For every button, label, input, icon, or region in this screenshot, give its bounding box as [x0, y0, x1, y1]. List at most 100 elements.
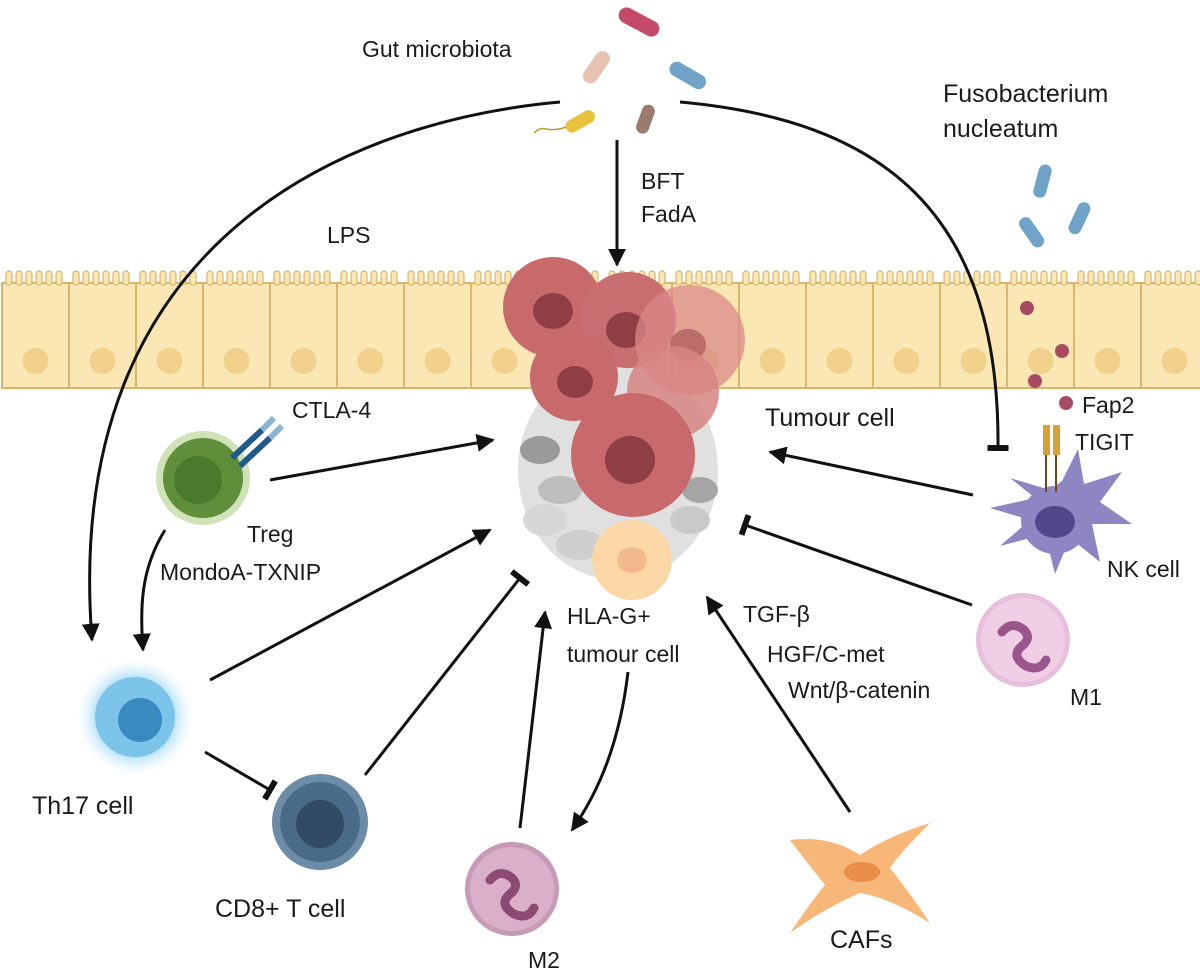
- intestinal-epithelium: [1, 270, 1200, 389]
- microvillus: [340, 270, 348, 286]
- microvillus: [447, 270, 455, 286]
- label-wnt-catenin: Wnt/β-catenin: [788, 677, 931, 703]
- arrow-caf-to-tumour: [705, 595, 852, 813]
- epithelial-nucleus: [759, 348, 786, 374]
- microvillus: [226, 270, 234, 286]
- arrow-tumour-to-m2: [570, 671, 630, 832]
- label-nucleatum: nucleatum: [943, 115, 1059, 143]
- microvillus: [1087, 270, 1095, 286]
- microvillus: [792, 270, 800, 286]
- epithelial-nucleus: [357, 348, 384, 374]
- microvillus: [983, 270, 991, 286]
- label-m1: M1: [1070, 684, 1102, 710]
- microvillus: [380, 270, 388, 286]
- microvillus: [122, 270, 130, 286]
- inhibit-microbiota-to-nk: [679, 100, 1009, 452]
- microvillus: [916, 270, 924, 286]
- microvillus: [725, 270, 733, 286]
- microvillus: [782, 270, 790, 286]
- microvillus: [1144, 270, 1152, 286]
- label-gut-microbiota: Gut microbiota: [362, 36, 512, 62]
- label-fusobacterium: Fusobacterium: [943, 80, 1109, 108]
- microvillus: [993, 270, 1001, 286]
- inhibit-cd8-to-tumour: [363, 569, 531, 776]
- microvillus: [1174, 270, 1182, 286]
- microvillus: [953, 270, 961, 286]
- microvillus: [1117, 270, 1125, 286]
- microvillus: [819, 270, 827, 286]
- microvillus: [494, 270, 502, 286]
- microvillus: [886, 270, 894, 286]
- microvillus: [715, 270, 723, 286]
- microvillus: [45, 270, 53, 286]
- microvillus: [1010, 270, 1018, 286]
- fap2-icon: [1059, 396, 1073, 410]
- microvillus: [5, 270, 13, 286]
- label-tumour-cell: Tumour cell: [765, 404, 895, 432]
- th17-cell-icon: [79, 661, 191, 773]
- epithelial-nucleus: [89, 348, 116, 374]
- microvillus: [695, 270, 703, 286]
- label-hlag-tumour-cell: tumour cell: [567, 641, 680, 667]
- fusobacterium-icon: [1019, 164, 1091, 410]
- microvillus: [809, 270, 817, 286]
- label-m2: M2: [528, 947, 560, 973]
- microvillus: [55, 270, 63, 286]
- nk-cell-icon: [990, 449, 1132, 574]
- tigit-receptor-icon: [1043, 425, 1060, 492]
- inhibit-m1-to-tumour: [738, 514, 973, 607]
- microvillus: [1194, 270, 1200, 286]
- microvillus: [360, 270, 368, 286]
- microvillus: [1107, 270, 1115, 286]
- microvillus: [457, 270, 465, 286]
- microvillus: [685, 270, 693, 286]
- arrow-th17-to-tumour: [209, 528, 492, 682]
- microvillus: [1164, 270, 1172, 286]
- microvillus: [504, 270, 512, 286]
- microvillus: [1077, 270, 1085, 286]
- microvillus: [35, 270, 43, 286]
- epithelial-nucleus: [290, 348, 317, 374]
- gut-microbiota-icon: [533, 7, 707, 134]
- label-tigit: TIGIT: [1075, 429, 1134, 455]
- microvillus: [1050, 270, 1058, 286]
- epithelial-nucleus: [491, 348, 518, 374]
- epithelial-nucleus: [1094, 348, 1121, 374]
- epithelial-nucleus: [156, 348, 183, 374]
- microvillus: [216, 270, 224, 286]
- label-hgf-cmet: HGF/C-met: [767, 641, 885, 667]
- microvillus: [293, 270, 301, 286]
- microvillus: [705, 270, 713, 286]
- epithelial-nucleus: [223, 348, 250, 374]
- microvillus: [1020, 270, 1028, 286]
- cd8-t-cell-icon: [272, 774, 368, 870]
- label-fap2: Fap2: [1082, 392, 1135, 418]
- label-tgfb: TGF-β: [743, 601, 810, 627]
- epithelial-nucleus: [1161, 348, 1188, 374]
- epithelial-nucleus: [424, 348, 451, 374]
- microvillus: [1040, 270, 1048, 286]
- label-cafs: CAFs: [830, 926, 893, 954]
- label-ctla4: CTLA-4: [292, 397, 372, 423]
- microvillus: [112, 270, 120, 286]
- microvillus: [474, 270, 482, 286]
- microvillus: [876, 270, 884, 286]
- microvillus: [82, 270, 90, 286]
- microvillus: [943, 270, 951, 286]
- label-nk-cell: NK cell: [1107, 556, 1180, 582]
- label-th17-cell: Th17 cell: [32, 792, 134, 820]
- caf-cell-icon: [790, 823, 930, 933]
- microvillus: [323, 270, 331, 286]
- arrows-layer: [81, 100, 1009, 832]
- microvillus: [313, 270, 321, 286]
- label-cd8-t-cell: CD8+ T cell: [215, 895, 346, 923]
- microvillus: [658, 270, 666, 286]
- microvillus: [15, 270, 23, 286]
- microvillus: [236, 270, 244, 286]
- arrow-nk-to-tumour: [768, 446, 974, 497]
- m1-macrophage-icon: [976, 593, 1070, 687]
- epithelial-nucleus: [960, 348, 987, 374]
- microvillus: [926, 270, 934, 286]
- microvillus: [25, 270, 33, 286]
